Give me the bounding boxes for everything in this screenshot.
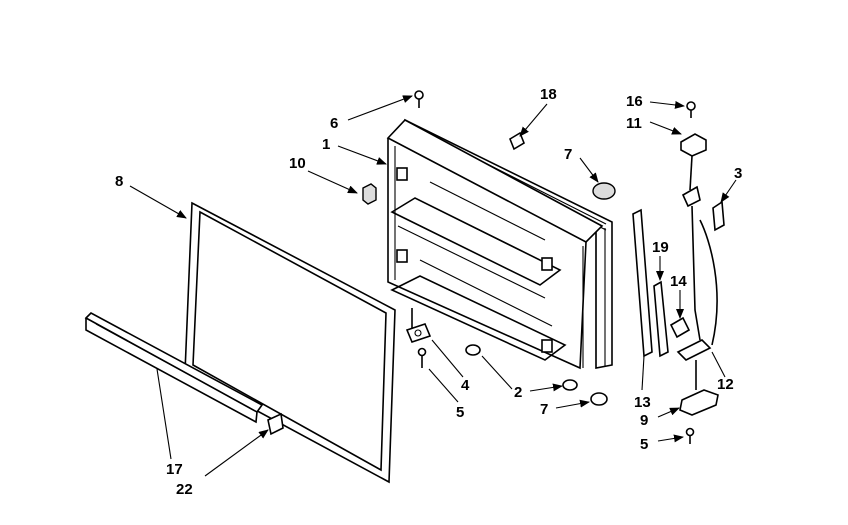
- part-3-bracket: [712, 200, 725, 232]
- callout-4: 4: [461, 377, 470, 394]
- callout-7: 7: [564, 146, 572, 163]
- part-2-bushing: [562, 379, 578, 391]
- part-6-screw: [414, 90, 424, 108]
- part-4-washer: [405, 308, 432, 343]
- callout-12: 12: [717, 376, 734, 393]
- callout-17: 17: [166, 461, 183, 478]
- callout-22: 22: [176, 481, 193, 498]
- callout-labels: 6 1 10 8 18 7 16 11 3 19 14 13 12 9 5 4 …: [115, 86, 742, 498]
- trim-strip: [84, 312, 264, 424]
- callout-9: 9: [640, 412, 648, 429]
- part-10-block: [362, 183, 377, 205]
- callout-6: 6: [330, 115, 338, 132]
- part-7-plug-bottom: [590, 392, 608, 406]
- door-panel: [386, 118, 613, 370]
- callout-10: 10: [289, 155, 306, 172]
- door-gasket: [184, 201, 396, 484]
- callout-5-right: 5: [640, 436, 648, 453]
- callout-11: 11: [626, 115, 642, 132]
- part-13-strip: [632, 208, 653, 358]
- callout-1: 1: [322, 136, 330, 153]
- callout-7-lower: 7: [540, 401, 548, 418]
- part-18-label: [509, 131, 525, 151]
- end-cap: [267, 412, 284, 436]
- callout-5-left: 5: [456, 404, 464, 421]
- callout-18: 18: [540, 86, 557, 103]
- hinge-assembly: [676, 133, 719, 416]
- callout-2: 2: [514, 384, 522, 401]
- callout-14: 14: [670, 273, 687, 290]
- callout-19: 19: [652, 239, 669, 256]
- part-5-screw: [417, 347, 427, 368]
- callout-16: 16: [626, 93, 643, 110]
- part-2-bushing: [465, 344, 481, 356]
- callout-8: 8: [115, 173, 123, 190]
- part-19-strip: [653, 280, 669, 358]
- callout-3: 3: [734, 165, 742, 182]
- part-14-clip: [669, 316, 691, 339]
- part-16-screw: [686, 101, 696, 118]
- callout-13: 13: [634, 394, 651, 411]
- part-7-plug-top: [592, 182, 616, 200]
- part-5-screw-right: [685, 427, 695, 444]
- leader-lines: [129, 95, 737, 477]
